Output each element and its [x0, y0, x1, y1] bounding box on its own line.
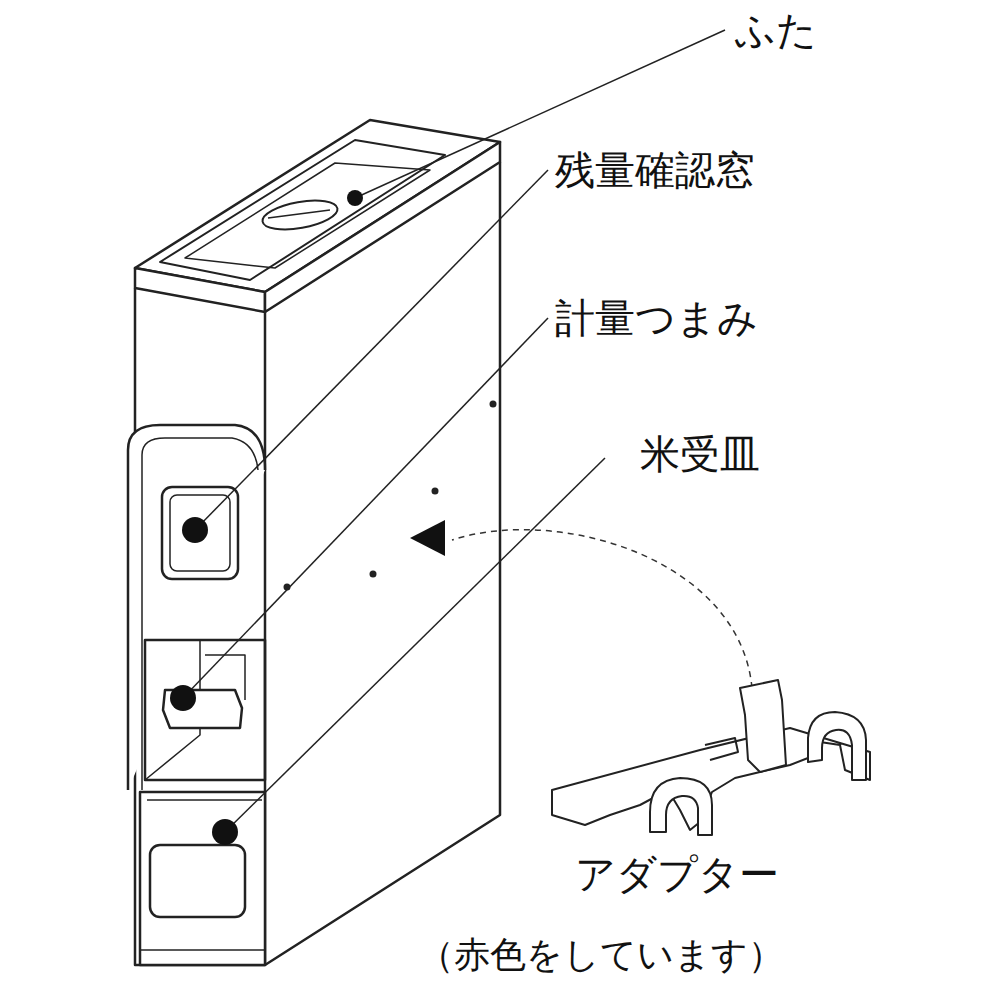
part-note: （赤色をしています） — [418, 935, 784, 975]
part-name: 米受皿 — [640, 432, 760, 476]
lid-side — [265, 142, 500, 312]
callout-dot — [347, 190, 363, 206]
mount-path — [452, 530, 752, 688]
lid-front — [135, 268, 265, 312]
adapter-hook-back — [808, 712, 866, 780]
part-name: ふた — [735, 8, 817, 52]
callout-dot — [170, 685, 196, 711]
remaining-window-inner — [170, 495, 230, 571]
screw-hole — [370, 571, 377, 578]
mount-arrow — [410, 520, 445, 556]
leader-line — [195, 170, 548, 530]
part-name: 残量確認窓 — [555, 148, 755, 192]
screw-hole — [490, 401, 497, 408]
rice-tray — [140, 792, 265, 965]
remaining-window — [162, 487, 238, 579]
rice-tray-rim — [147, 799, 262, 801]
part-name: 計量つまみ — [555, 296, 758, 340]
knob-recess — [145, 640, 265, 780]
part-name: アダプター — [575, 852, 779, 896]
adapter-part — [552, 680, 870, 835]
lid-knob — [260, 196, 339, 235]
front-cover-inner — [142, 438, 258, 790]
callout-dots — [170, 190, 363, 845]
rice-tray-handle — [150, 845, 245, 917]
adapter-hook-front — [650, 778, 712, 835]
lid-recess-inner — [185, 163, 430, 268]
dispenser-body — [128, 120, 500, 965]
side-face — [265, 162, 500, 965]
adapter-upright — [740, 680, 786, 772]
leader-line — [225, 458, 605, 832]
lid-knob-slot — [268, 210, 330, 218]
adapter-tab — [705, 738, 738, 760]
rice-tray-base — [140, 949, 265, 951]
callout-dot — [212, 819, 238, 845]
screw-holes — [284, 401, 497, 591]
leader-line — [183, 318, 548, 698]
lid-recess — [160, 140, 445, 280]
screw-hole — [432, 488, 439, 495]
callout-dot — [182, 517, 208, 543]
